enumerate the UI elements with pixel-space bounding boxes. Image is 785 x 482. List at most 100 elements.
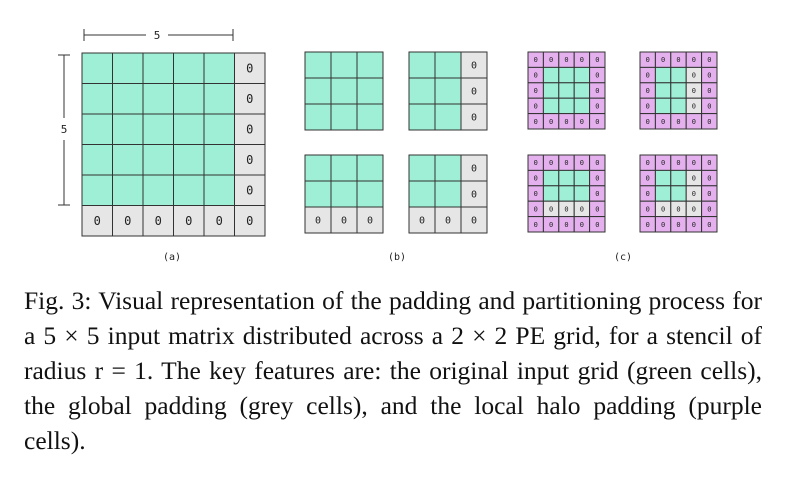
zero-label: 0 [661,205,665,213]
input-cell [573,82,591,99]
zero-label: 0 [646,221,650,229]
zero-label: 0 [595,175,599,183]
input-cell [203,83,235,115]
global-padding-cell [112,205,144,237]
zero-label: 0 [595,102,599,110]
zero-label: 0 [471,216,477,227]
input-cell [142,144,174,176]
input-cell [573,66,591,84]
zero-label: 0 [595,118,599,126]
input-cell [330,180,358,208]
zero-label: 0 [419,216,425,227]
global-padding-cell [234,144,266,176]
global-padding-cell [460,206,488,234]
input-cell [670,97,687,115]
input-cell [558,97,575,115]
zero-label: 0 [246,184,253,198]
zero-label: 0 [534,118,538,126]
grid-b-top-left [304,51,384,131]
zero-label: 0 [646,118,650,126]
zero-label: 0 [676,56,680,64]
input-cell [408,77,436,105]
zero-label: 0 [595,87,599,95]
global-padding-cell [356,206,384,234]
global-padding-cell [408,206,436,234]
global-padding-cell [460,154,488,182]
zero-label: 0 [646,56,650,64]
zero-label: 0 [595,72,599,80]
zero-label: 0 [549,56,553,64]
input-cell [654,66,672,84]
zero-label: 0 [94,214,101,228]
input-cell [408,103,436,131]
zero-label: 0 [692,102,696,110]
input-cell [654,97,672,115]
input-cell [173,144,205,176]
zero-label: 0 [707,205,711,213]
input-cell [330,154,358,182]
input-cell [81,52,113,84]
input-cell [408,154,436,182]
input-cell [434,180,462,208]
input-cell [81,174,113,206]
zero-label: 0 [707,87,711,95]
zero-label: 0 [692,205,696,213]
input-cell [542,97,560,115]
input-cell [173,83,205,115]
width-dimension: 5 [83,29,234,42]
height-dimension-label: 5 [61,123,68,136]
zero-label: 0 [692,72,696,80]
height-dimension: 5 [58,54,70,206]
input-cell [670,185,687,202]
halo-padding-cell [589,216,606,233]
input-cell [81,144,113,176]
input-cell [558,82,575,99]
global-padding-cell [234,52,266,84]
input-cell [434,77,462,105]
zero-label: 0 [534,190,538,198]
zero-label: 0 [692,190,696,198]
figure-caption: Fig. 3: Visual representation of the pad… [24,286,762,455]
input-cell [330,77,358,105]
zero-label: 0 [676,118,680,126]
zero-label: 0 [595,56,599,64]
zero-label: 0 [534,72,538,80]
input-cell [203,144,235,176]
global-padding-cell [460,103,488,131]
zero-label: 0 [246,123,253,137]
zero-label: 0 [185,214,192,228]
zero-label: 0 [707,72,711,80]
zero-label: 0 [564,118,568,126]
zero-label: 0 [646,72,650,80]
zero-label: 0 [580,118,584,126]
zero-label: 0 [661,159,665,167]
zero-label: 0 [534,159,538,167]
zero-label: 0 [124,214,131,228]
zero-label: 0 [341,216,347,227]
input-cell [434,103,462,131]
zero-label: 0 [595,205,599,213]
input-cell [112,144,144,176]
zero-label: 0 [155,214,162,228]
zero-label: 0 [534,87,538,95]
zero-label: 0 [692,159,696,167]
panel-label-b: (b) [388,252,406,263]
zero-label: 0 [646,190,650,198]
input-cell [304,154,332,182]
input-cell [330,51,358,79]
zero-label: 0 [564,221,568,229]
input-cell [356,77,384,105]
input-cell [304,180,332,208]
input-cell [142,174,174,206]
input-cell [173,174,205,206]
global-padding-cell [460,180,488,208]
input-cell [356,180,384,208]
input-cell [304,77,332,105]
input-cell [542,66,560,84]
global-padding-cell [234,205,266,237]
